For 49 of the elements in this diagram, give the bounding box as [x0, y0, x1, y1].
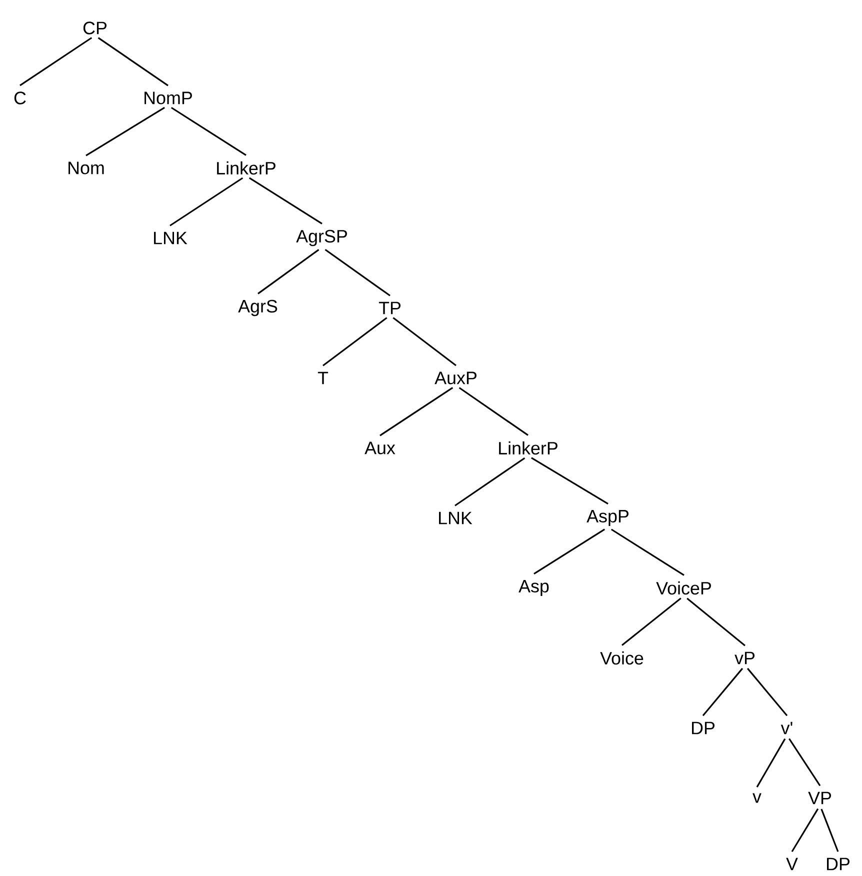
- tree-label: AgrSP: [296, 230, 347, 246]
- tree-branch: [20, 37, 92, 86]
- tree-label: C: [14, 92, 26, 104]
- tree-label: CP: [83, 22, 106, 34]
- tree-label: LinkerP: [499, 441, 558, 455]
- tree-label: TP: [378, 302, 401, 314]
- tree-branch: [248, 177, 322, 224]
- tree-branch: [610, 528, 684, 576]
- tree-label: LinkerP: [217, 161, 276, 175]
- tree-branch: [258, 249, 320, 294]
- tree-branch: [324, 249, 390, 296]
- tree-label: v: [752, 793, 762, 803]
- tree-branch: [531, 457, 608, 504]
- tree-label: Asp: [518, 580, 549, 596]
- tree-branch: [622, 598, 682, 646]
- tree-label: LNK: [154, 232, 188, 244]
- tree-label: v': [780, 722, 792, 734]
- tree-branch: [746, 668, 788, 716]
- tree-branch: [454, 457, 526, 506]
- tree-branch: [98, 37, 168, 86]
- tree-branch: [392, 317, 456, 366]
- tree-branch: [788, 738, 821, 786]
- tree-branch: [458, 387, 528, 436]
- tree-branch: [820, 808, 839, 852]
- tree-label: Aux: [364, 442, 396, 454]
- tree-label: AuxP: [434, 372, 476, 384]
- tree-branch: [170, 177, 244, 226]
- tree-label: VP: [808, 792, 831, 804]
- tree-label: Voice: [600, 651, 644, 665]
- tree-label: vP: [734, 652, 755, 664]
- tree-label: NomP: [144, 92, 192, 104]
- tree-branch: [534, 528, 606, 574]
- tree-branch: [86, 106, 165, 156]
- tree-branch: [322, 317, 388, 366]
- tree-branch: [756, 738, 786, 788]
- tree-branch: [686, 598, 746, 646]
- tree-branch: [380, 387, 454, 436]
- tree-label: V: [786, 858, 798, 870]
- tree-label: Nom: [68, 162, 104, 174]
- tree-label: LNK: [439, 512, 472, 524]
- tree-label: AgrS: [238, 300, 278, 316]
- tree-label: DP: [827, 858, 850, 870]
- tree-label: VoiceP: [656, 581, 711, 595]
- tree-label: DP: [692, 722, 714, 734]
- tree-label: AspP: [586, 510, 628, 526]
- tree-branch: [170, 106, 246, 156]
- tree-label: T: [318, 372, 328, 384]
- tree-branch: [702, 668, 744, 716]
- tree-branch: [791, 808, 819, 852]
